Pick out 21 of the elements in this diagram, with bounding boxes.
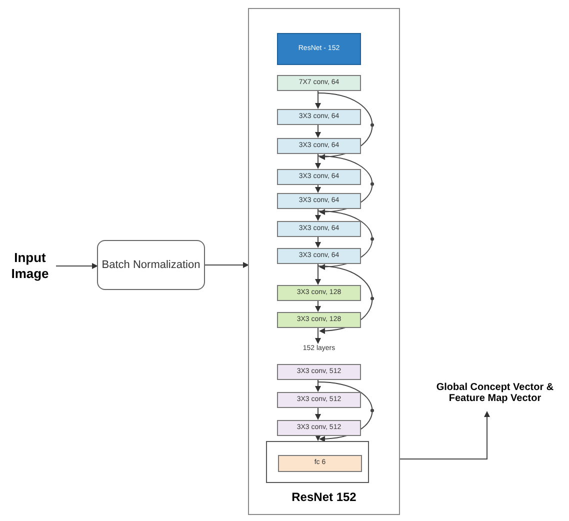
layer-box	[277, 221, 361, 237]
layer-box	[277, 364, 361, 380]
layer-box	[277, 109, 361, 125]
layer-box	[278, 455, 362, 472]
process-box	[97, 240, 205, 290]
header-box	[277, 33, 361, 65]
layer-box	[277, 169, 361, 185]
layer-box	[277, 248, 361, 264]
layer-box	[277, 285, 361, 301]
layer-box	[277, 420, 361, 436]
layer-box	[277, 392, 361, 408]
network-panel	[248, 8, 400, 515]
layer-box	[277, 138, 361, 154]
layer-box	[277, 312, 361, 328]
output-layer-box	[266, 441, 369, 483]
node-text: Batch Normalization	[102, 258, 200, 272]
node-text: Input Image	[10, 250, 50, 282]
layer-box	[277, 193, 361, 209]
node-text: ResNet 152	[292, 489, 356, 506]
node-text: Global Concept Vector & Feature Map Vector	[435, 382, 555, 404]
layer-box	[277, 75, 361, 91]
